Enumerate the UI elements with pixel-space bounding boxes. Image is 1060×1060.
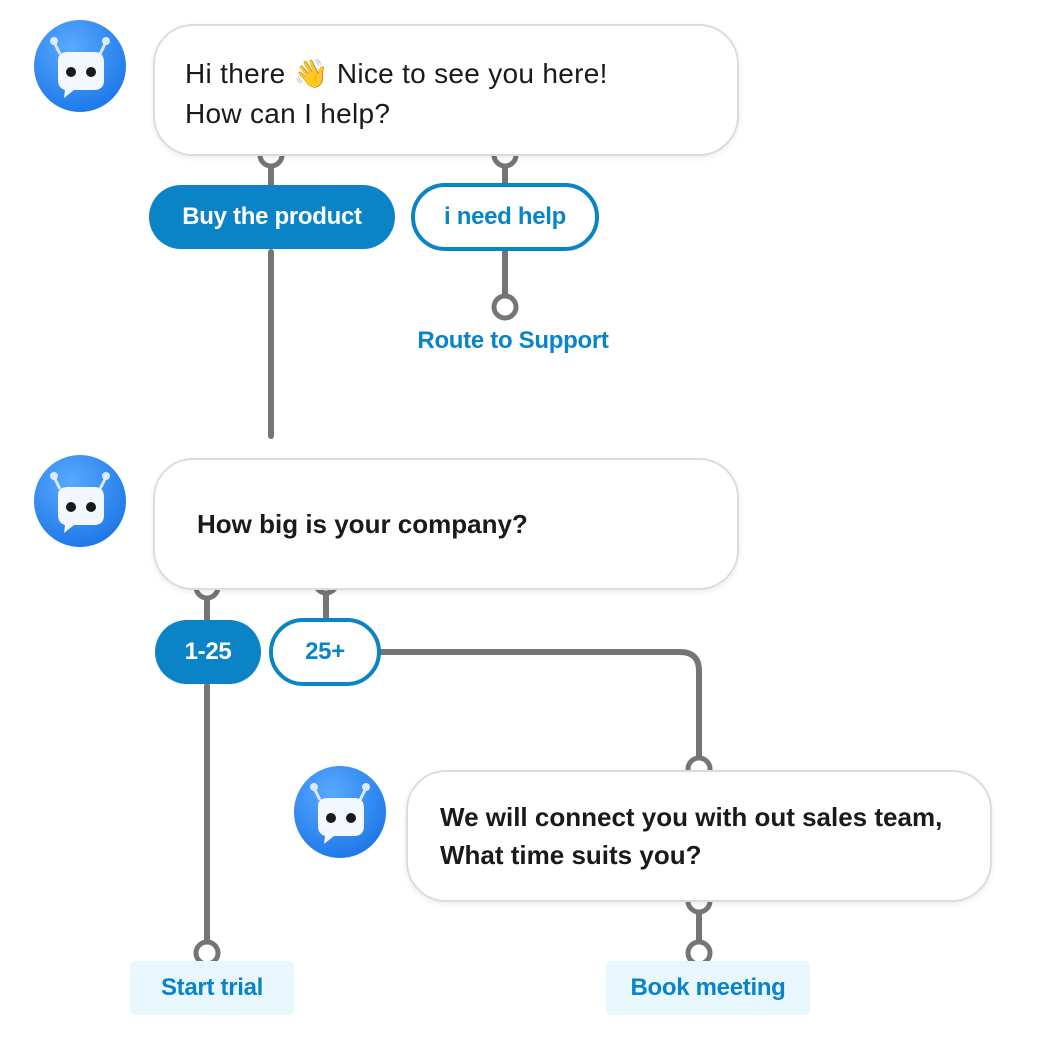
size-25-plus-button[interactable]: 25+ — [269, 618, 381, 686]
greeting-line-2: How can I help? — [185, 98, 391, 129]
sales-team-bubble: We will connect you with out sales team,… — [406, 770, 992, 902]
company-size-bubble: How big is your company? — [153, 458, 739, 590]
sales-line-1: We will connect you with out sales team, — [440, 802, 943, 832]
need-help-button[interactable]: i need help — [411, 183, 599, 251]
chat-bot-avatar-icon — [34, 20, 126, 112]
chat-bot-avatar-icon — [34, 455, 126, 547]
start-trial-outcome[interactable]: Start trial — [130, 961, 294, 1015]
connector-node — [491, 293, 519, 321]
book-meeting-outcome[interactable]: Book meeting — [606, 961, 810, 1015]
buy-product-button[interactable]: Buy the product — [149, 185, 395, 249]
greeting-line-1: Hi there 👋 Nice to see you here! — [185, 54, 707, 94]
waving-hand-icon: 👋 — [293, 58, 329, 89]
route-to-support-label: Route to Support — [417, 327, 609, 354]
company-size-question: How big is your company? — [197, 508, 528, 539]
chat-bot-avatar-icon — [294, 766, 386, 858]
greeting-bubble: Hi there 👋 Nice to see you here! How can… — [153, 24, 739, 156]
sales-line-2: What time suits you? — [440, 840, 702, 870]
size-1-25-button[interactable]: 1-25 — [155, 620, 261, 684]
greeting-hi: Hi there — [185, 58, 286, 89]
greeting-welcome: Nice to see you here! — [336, 58, 608, 89]
